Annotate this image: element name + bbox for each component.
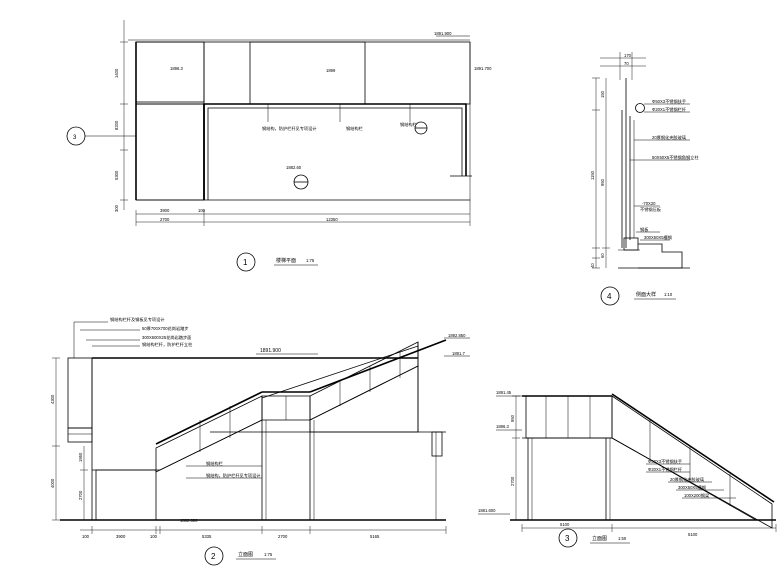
section-dim-bottom-2: 5100 — [688, 532, 698, 537]
plan-view-scale: 1:75 — [306, 258, 315, 263]
front-view-scale: 1:75 — [264, 552, 273, 557]
front-view-title: 立面图 — [238, 551, 253, 558]
front-dim-left-4: 2700 — [78, 490, 83, 500]
side-note-5: -70X20 — [642, 201, 656, 206]
plan-elev-left: 1896.3 — [170, 66, 183, 71]
plan-dim-bottom-4: 12350 — [326, 217, 338, 222]
front-note-mid-2: 钢结构，防护栏杆见专项设计 — [206, 472, 260, 479]
front-note-top-1: 钢结构栏杆及钢板见专项设计 — [110, 316, 164, 323]
side-view-number: 4 — [607, 292, 612, 301]
plan-dim-bottom-2: 2700 — [160, 217, 170, 222]
side-dim-top-2: 70 — [624, 61, 629, 66]
plan-dim-left-3: 5300 — [114, 170, 119, 180]
section-elev-top: 1891.45 — [496, 390, 512, 395]
front-elev-bottom: 1882.600 — [180, 518, 198, 523]
front-dim-bottom-3: 100 — [150, 534, 158, 539]
section-elev-mid: 1886.3 — [496, 424, 509, 429]
front-dim-bottom-6: 5165 — [370, 534, 380, 539]
front-view-number-circle — [204, 546, 224, 566]
front-dim-bottom-5: 2700 — [278, 534, 288, 539]
section-dim-left-2: 2700 — [510, 476, 515, 486]
side-note-6: 不锈钢压板 — [640, 206, 662, 213]
section-note-2: Φ20X1不锈钢栏杆 — [648, 466, 683, 473]
side-dim-left-1: 150 — [600, 90, 605, 98]
plan-dim-left-4: 300 — [114, 204, 119, 212]
plan-view-title: 楼梯平面 — [276, 257, 296, 264]
section-note-1: Φ50X3不锈钢扶手 — [648, 458, 682, 465]
section-dim-left-1: 950 — [510, 414, 515, 422]
section-view: 1891.45 1886.3 1881.600 950 2700 5100 51… — [478, 390, 777, 548]
section-note-4: 300X50X5槽钢 — [678, 484, 706, 491]
front-note-top-2: 50厚700X700花岗岩踏步 — [142, 325, 189, 332]
plan-dim-left-2: 8200 — [114, 120, 119, 130]
side-note-1: Φ50X3不锈钢扶手 — [652, 98, 686, 105]
front-dim-left-2: 1950 — [78, 452, 83, 462]
side-note-7: 钢板 — [640, 226, 649, 233]
plan-note-1: 钢结构，防护栏杆见专项设计 — [262, 125, 316, 132]
front-note-top-4: 钢结构栏杆，防护栏杆立柱 — [142, 341, 193, 348]
front-dim-bottom-4: 5335 — [202, 534, 212, 539]
front-dim-left-3: 4000 — [50, 478, 55, 488]
side-view-number-circle — [600, 286, 620, 306]
section-view-number: 3 — [565, 534, 570, 543]
side-note-4: 50X50X5不锈钢角钢立柱 — [652, 154, 699, 161]
front-note-mid-1: 钢结构栏 — [206, 460, 223, 467]
front-elev-top: 1891.900 — [260, 348, 281, 354]
plan-elev-floor: 1882.60 — [286, 165, 302, 170]
front-elevation-view: 钢结构栏杆及钢板见专项设计 50厚700X700花岗岩踏步 300X600X25… — [50, 316, 470, 566]
plan-dim-bottom-1: 3900 — [160, 208, 170, 213]
plan-note-3: 钢结构栏 — [400, 121, 417, 128]
section-view-title: 立面图 — [592, 535, 607, 542]
plan-view: 1896.3 1899 1891.900 1891.700 1882.60 钢结… — [66, 20, 492, 272]
side-dim-left-4: 60 — [600, 253, 605, 258]
side-note-8: 300X50X5槽钢 — [644, 234, 672, 241]
plan-elev-right: 1891.700 — [474, 66, 492, 71]
section-note-5: 100X200钢梁 — [684, 492, 710, 499]
plan-elev-mid: 1899 — [326, 68, 336, 73]
plan-view-number-circle — [236, 252, 256, 272]
side-view-title: 侧面大样 — [636, 291, 656, 298]
front-elev-right-1: 1892.850 — [448, 333, 466, 338]
side-view-scale: 1:10 — [664, 292, 673, 297]
section-note-3: 20厚钢化夹胶玻璃 — [670, 476, 704, 483]
front-dim-left-1: 4300 — [50, 394, 55, 404]
plan-dim-bottom-3: 100 — [198, 208, 206, 213]
plan-elev-top: 1891.900 — [434, 31, 452, 36]
plan-note-2: 钢结构栏 — [346, 125, 363, 132]
side-dim-left-3: 1150 — [590, 170, 595, 180]
side-dim-left-5: 40 — [590, 263, 595, 268]
section-view-scale: 1:50 — [618, 536, 627, 541]
front-dim-bottom-1: 100 — [82, 534, 90, 539]
plan-view-number: 1 — [243, 258, 248, 267]
front-elev-right-2: 1891.7 — [452, 351, 465, 356]
section-elev-bottom: 1881.600 — [478, 508, 496, 513]
front-note-top-3: 300X600X25花岗岩踏步面 — [142, 334, 191, 341]
front-view-number: 2 — [211, 552, 216, 561]
side-note-3: 20厚钢化夹胶玻璃 — [652, 134, 686, 141]
side-dim-left-2: 950 — [600, 178, 605, 186]
plan-axis-label: 3 — [73, 135, 77, 141]
side-detail-view: 170 70 150 950 1150 60 40 Φ50X3不锈钢扶手 Φ20… — [590, 52, 699, 306]
section-dim-bottom-1: 5100 — [560, 522, 570, 527]
front-dim-bottom-2: 3900 — [116, 534, 126, 539]
plan-dim-left-1: 1400 — [114, 68, 119, 78]
section-view-number-circle — [558, 528, 578, 548]
side-note-2: Φ20X1不锈钢栏杆 — [652, 106, 687, 113]
side-dim-top-1: 170 — [624, 53, 632, 58]
